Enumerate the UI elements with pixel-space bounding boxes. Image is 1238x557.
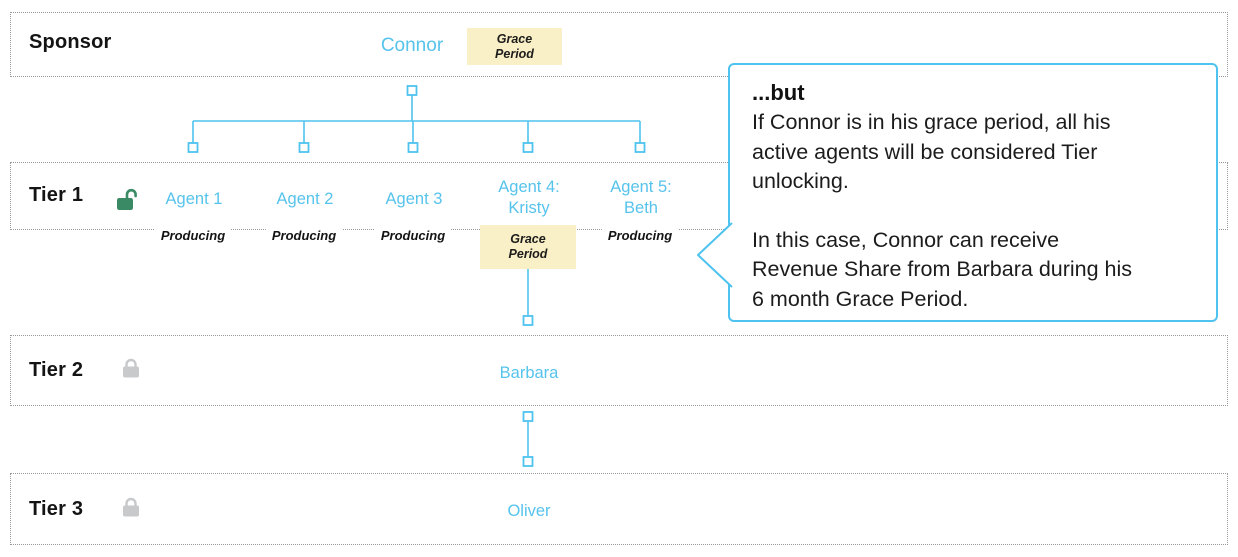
callout-paragraph-2: In this case, Connor can receive Revenue… [752,227,1133,311]
locked-padlock-icon-tier2 [120,357,142,384]
locked-padlock-icon-tier3 [120,496,142,523]
producing-label-agent-1: Producing [154,228,232,244]
sponsor-row: Sponsor Connor Grace Period [10,12,1228,77]
agent-1-name: Agent 1 [165,190,223,208]
tier3-row: Tier 3 Oliver [10,473,1228,545]
callout-paragraph-1: If Connor is in his grace period, all hi… [752,110,1111,193]
tier2-label: Tier 2 [29,359,84,381]
callout-title: ...but [752,80,805,105]
producing-label-agent-5: Producing [601,228,679,244]
agent-oliver: Oliver [507,502,551,520]
sponsor-label: Sponsor [29,31,112,53]
producing-label-agent-2: Producing [265,228,343,244]
agent-3-name: Agent 3 [385,190,443,208]
agent-connor: Connor [380,35,444,56]
tier3-label: Tier 3 [29,498,84,520]
agent-4-name: Agent 4: Kristy [498,178,560,217]
producing-label-agent-3: Producing [374,228,452,244]
grace-period-badge-connor: Grace Period [467,28,562,65]
callout-box: ...but If Connor is in his grace period,… [697,63,1218,322]
tier1-label: Tier 1 [29,184,84,206]
tier2-row: Tier 2 Barbara [10,335,1228,406]
grace-period-badge-kristy: Grace Period [480,225,576,269]
agent-barbara: Barbara [499,364,559,382]
agent-2-name: Agent 2 [276,190,334,208]
unlocked-padlock-icon [115,186,142,218]
callout-tail-icon [697,222,733,288]
agent-5-name: Agent 5: Beth [610,178,672,217]
